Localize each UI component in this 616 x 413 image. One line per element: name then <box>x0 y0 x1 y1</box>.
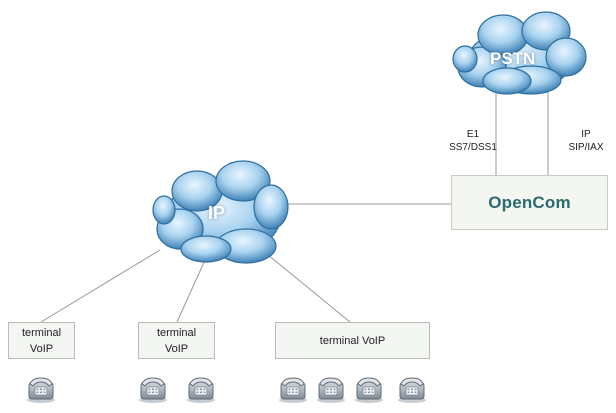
terminal-box-1: terminal VoIP <box>8 322 75 359</box>
terminal-box-2: terminal VoIP <box>138 322 215 359</box>
link-ip-terminal-2 <box>176 259 206 323</box>
desk-phone-icon <box>355 377 383 403</box>
terminal-box-3: terminal VoIP <box>275 322 430 359</box>
desk-phone-icon <box>317 377 345 403</box>
desk-phone-icon <box>27 377 55 403</box>
ip-link-label: IP SIP/IAX <box>559 128 613 154</box>
terminal-1-line1: terminal <box>21 326 62 339</box>
ip-label-line1: IP <box>581 129 591 140</box>
e1-label-line2: SS7/DSS1 <box>449 142 497 153</box>
link-ip-terminal-3 <box>261 249 351 323</box>
ip-label-line2: SIP/IAX <box>568 142 604 153</box>
link-ip-terminal-1 <box>40 249 161 323</box>
desk-phone-icon <box>398 377 426 403</box>
pstn-cloud-icon <box>452 11 587 95</box>
terminal-3-line1: terminal VoIP <box>319 334 386 347</box>
ip-cloud-icon <box>152 160 289 264</box>
desk-phone-icon <box>187 377 215 403</box>
terminal-1-line2: VoIP <box>29 342 54 355</box>
e1-link-label: E1 SS7/DSS1 <box>438 128 508 154</box>
terminal-2-line2: VoIP <box>164 342 189 355</box>
e1-label-line1: E1 <box>466 129 480 140</box>
terminal-2-line1: terminal <box>156 326 197 339</box>
desk-phone-icon <box>279 377 307 403</box>
opencom-box: OpenCom <box>451 175 608 230</box>
opencom-label: OpenCom <box>488 192 571 212</box>
desk-phone-icon <box>139 377 167 403</box>
connector-lines <box>40 92 549 323</box>
phones-group <box>27 377 426 403</box>
